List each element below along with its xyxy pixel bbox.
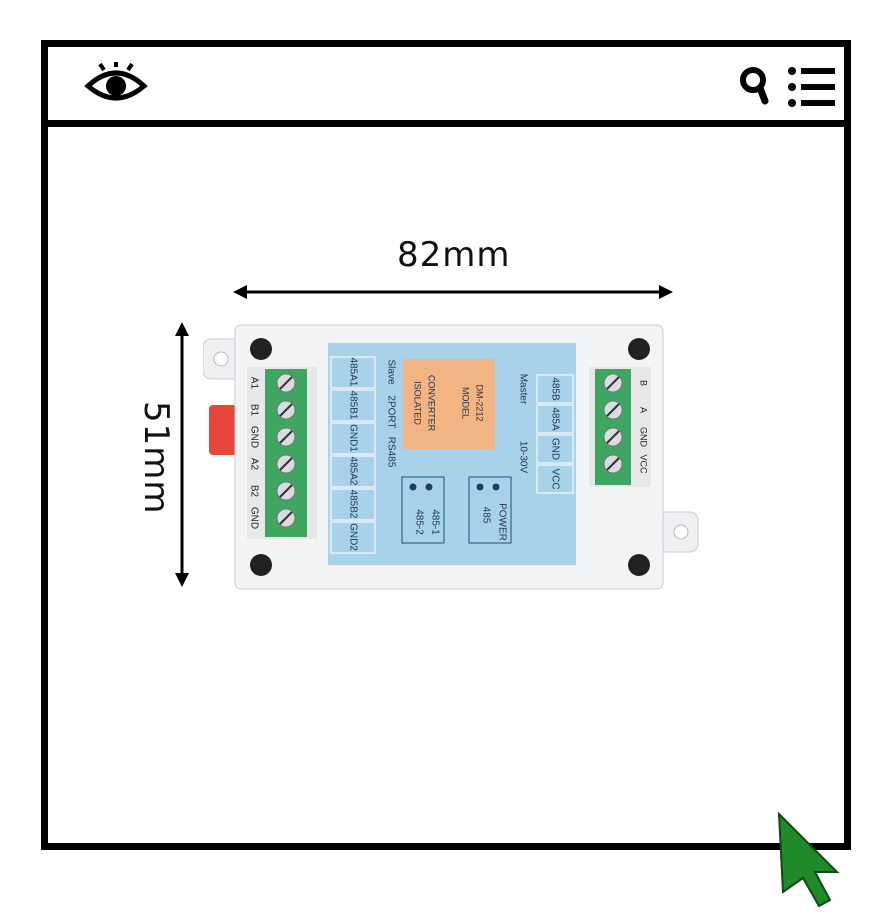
right-panel-label: 485A	[549, 407, 560, 431]
right-panel-text: Master	[517, 374, 528, 405]
height-dimension-arrow	[175, 322, 189, 587]
center-column-text: Slave	[385, 359, 396, 384]
right-panel-label: GND	[549, 438, 560, 460]
eye-icon[interactable]	[84, 62, 148, 111]
left-terminal-label: B2	[248, 485, 259, 498]
left-panel-label: 485B2	[347, 490, 358, 519]
right-terminal-label: GND	[639, 427, 649, 448]
right-terminal-label: B	[639, 380, 649, 386]
left-panel-label: GND2	[347, 523, 358, 551]
left-terminal-label: B1	[248, 404, 259, 417]
right-panel-label: 485B	[549, 377, 560, 401]
left-panel-label: 485A2	[347, 457, 358, 486]
left-panel-label: GND1	[347, 424, 358, 452]
width-dimension-label: 82mm	[397, 235, 511, 275]
left-terminal-label: A2	[248, 458, 259, 471]
menu-list-icon[interactable]	[786, 65, 838, 114]
center-column-text: RS485	[385, 437, 396, 468]
orange-box-text: CONVERTER	[427, 375, 437, 432]
content-area: 82mm 51mm	[48, 127, 844, 843]
led-label: 485	[480, 507, 491, 524]
search-icon[interactable]	[738, 65, 772, 110]
title-bar	[48, 47, 844, 127]
orange-box-text: ISOLATED	[413, 381, 423, 425]
left-terminal-label: A1	[248, 377, 259, 390]
right-panel-text: 10-30V	[517, 441, 528, 474]
center-column-text: 2PORT	[385, 395, 396, 428]
browser-window: 82mm 51mm	[41, 40, 851, 850]
led-label: POWER	[496, 503, 507, 541]
left-terminal-label: GND	[248, 507, 259, 529]
left-panel-label: 485B1	[347, 391, 358, 420]
left-terminal-label: GND	[248, 426, 259, 448]
height-dimension-label: 51mm	[136, 401, 176, 515]
mouse-cursor-icon	[777, 812, 840, 908]
right-terminal-label: A	[639, 407, 649, 413]
orange-box-text: DM-2212	[475, 384, 485, 421]
right-panel-label: VCC	[549, 468, 560, 489]
orange-box-text: MODEL	[461, 387, 471, 419]
left-panel-label: 485A1	[347, 358, 358, 387]
led-label: 485-2	[413, 509, 424, 535]
right-terminal-label: VCC	[639, 454, 649, 474]
led-label: 485-1	[429, 509, 440, 535]
width-dimension-arrow	[233, 285, 673, 299]
